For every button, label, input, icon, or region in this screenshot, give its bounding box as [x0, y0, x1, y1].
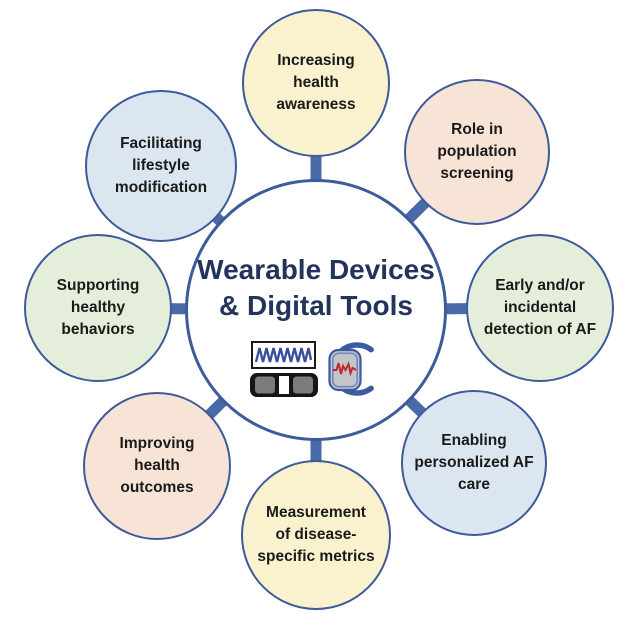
satellite-role-in-population-screening: Role in population screening: [404, 79, 550, 225]
satellite-improving-health-outcomes: Improving health outcomes: [83, 392, 231, 540]
satellite-measurement-of-disease-specific-metrics: Measurement of disease- specific metrics: [241, 460, 391, 610]
satellite-label: Increasing health awareness: [276, 52, 356, 113]
satellite-label: Early and/or incidental detection of AF: [483, 277, 597, 338]
center-circle: [185, 179, 447, 441]
center-icons: [185, 340, 447, 398]
satellite-early-and-or-incidental-detection-of-af: Early and/or incidental detection of AF: [466, 234, 614, 382]
satellite-label: Role in population screening: [437, 121, 517, 182]
satellite-label: Supporting healthy behaviors: [56, 277, 140, 338]
center-title: Wearable Devices & Digital Tools: [197, 254, 435, 321]
satellite-facilitating-lifestyle-modification: Facilitating lifestyle modification: [85, 90, 237, 242]
satellite-enabling-personalized-af-care: Enabling personalized AF care: [401, 390, 547, 536]
satellite-label: Facilitating lifestyle modification: [114, 135, 208, 196]
satellite-label: Measurement of disease- specific metrics: [257, 504, 375, 565]
satellite-label: Improving health outcomes: [119, 435, 195, 496]
satellite-supporting-healthy-behaviors: Supporting healthy behaviors: [24, 234, 172, 382]
smartwatch-ecg-icon: [327, 342, 374, 396]
ecg-strip-and-holter-monitor-icon: [249, 341, 318, 397]
satellite-label: Enabling personalized AF care: [414, 432, 534, 493]
satellite-increasing-health-awareness: Increasing health awareness: [242, 9, 390, 157]
